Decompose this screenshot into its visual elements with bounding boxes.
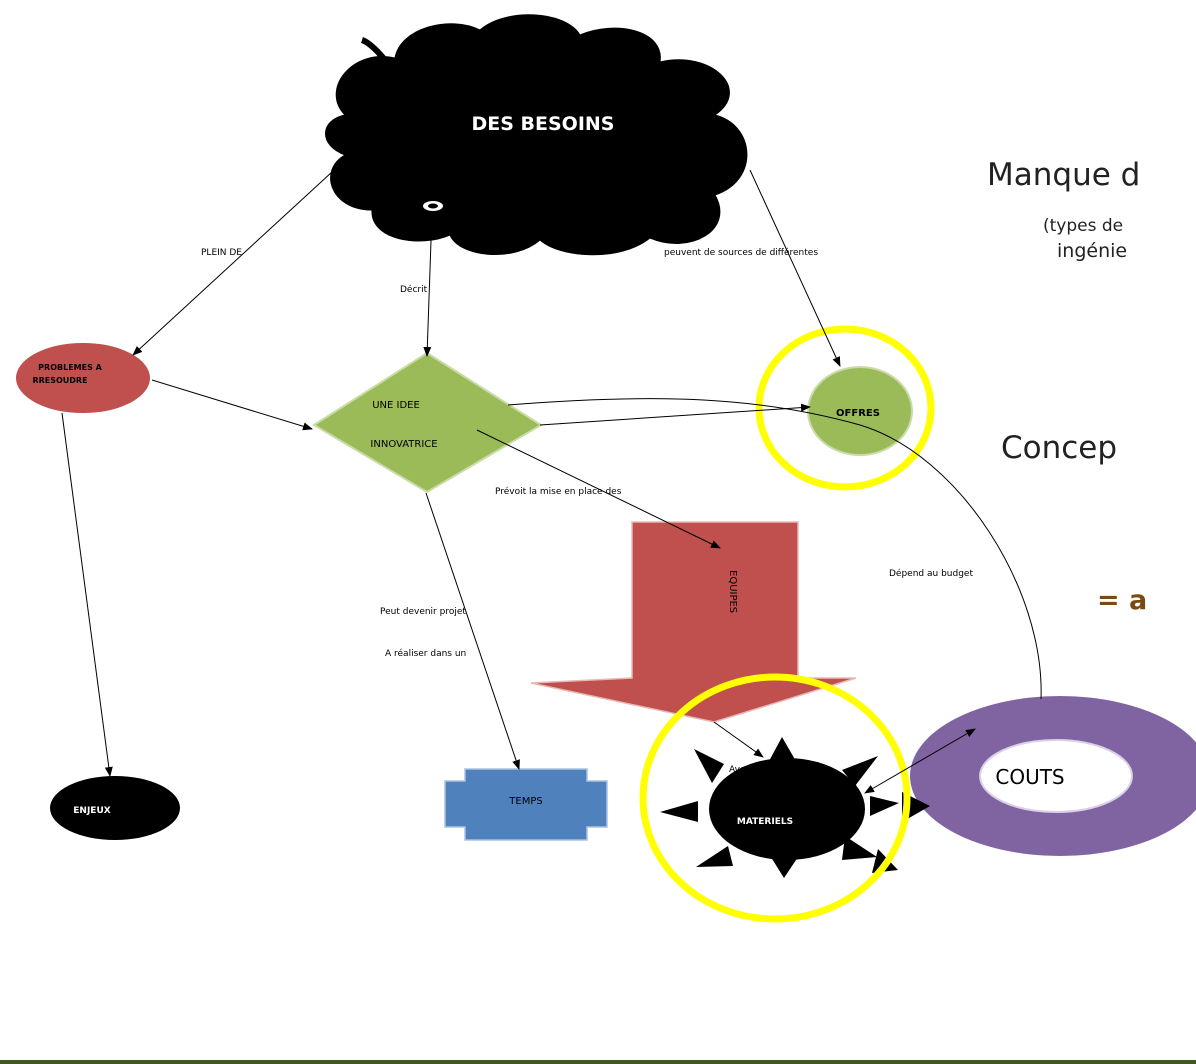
couts-label: COUTS xyxy=(995,765,1064,789)
edge-couts-idee xyxy=(507,398,1042,700)
materiels-highlight-ring xyxy=(639,673,911,923)
label-avec-de: Avec de xyxy=(729,765,765,775)
materiels-label: MATERIELS xyxy=(737,817,793,827)
label-plein-de: PLEIN DE xyxy=(201,248,242,258)
problemes-label-1: PROBLEMES A xyxy=(38,363,102,372)
enjeux-label: ENJEUX xyxy=(73,806,110,816)
temps-label: TEMPS xyxy=(508,796,542,807)
edge-idee-offres xyxy=(539,403,811,426)
problemes-label-2: RRESOUDRE xyxy=(32,376,87,385)
side-text-ingenie: ingénie xyxy=(1057,240,1128,262)
edge-idee-equipes xyxy=(476,429,721,549)
edge-problemes-enjeux xyxy=(61,412,113,777)
edge-materiels-couts xyxy=(864,728,976,794)
edge-besoins-idee xyxy=(423,211,433,357)
edge-idee-temps xyxy=(425,492,520,770)
equipes-arrow: EQUIPES xyxy=(530,521,857,723)
edge-equipes-materiels xyxy=(713,721,764,758)
besoins-cloud: DES BESOINS xyxy=(325,14,748,256)
connectors xyxy=(61,159,1042,794)
couts-node: COUTS xyxy=(910,696,1196,856)
idee-node: UNE IDEE INNOVATRICE xyxy=(312,351,543,494)
materiels-node: MATERIELS xyxy=(660,737,930,878)
side-text-concep: Concep xyxy=(1001,430,1118,466)
label-prevoit: Prévoit la mise en place des xyxy=(495,486,622,497)
problemes-node: PROBLEMES A RRESOUDRE xyxy=(14,341,152,415)
side-text-equals: = a xyxy=(1097,585,1148,616)
offres-label: OFFRES xyxy=(836,408,880,419)
offres-node: OFFRES xyxy=(807,366,913,456)
edge-besoins-problemes xyxy=(132,159,346,356)
besoins-label: DES BESOINS xyxy=(471,113,614,135)
temps-node: TEMPS xyxy=(444,768,608,841)
edge-problemes-idee xyxy=(151,379,313,431)
label-depend: Dépend au budget xyxy=(889,568,973,579)
idee-label-2: INNOVATRICE xyxy=(370,439,437,450)
label-peut-devenir: Peut devenir projet xyxy=(380,607,466,617)
equipes-label: EQUIPES xyxy=(727,570,738,613)
enjeux-node: ENJEUX xyxy=(50,776,180,840)
label-a-realiser: A réaliser dans un xyxy=(385,648,466,659)
offres-highlight-ring xyxy=(755,325,935,491)
side-text-manque: Manque d xyxy=(987,157,1141,193)
edge-labels: PLEIN DE Décrit peuvent de sources de di… xyxy=(201,247,973,775)
bottom-divider xyxy=(0,1060,1196,1064)
label-decrit: Décrit xyxy=(400,284,428,295)
label-peuvent: peuvent de sources de différentes xyxy=(664,247,818,258)
side-text-types: (types de xyxy=(1043,216,1124,236)
edge-besoins-offres xyxy=(749,169,841,367)
idee-label-1: UNE IDEE xyxy=(372,400,420,411)
